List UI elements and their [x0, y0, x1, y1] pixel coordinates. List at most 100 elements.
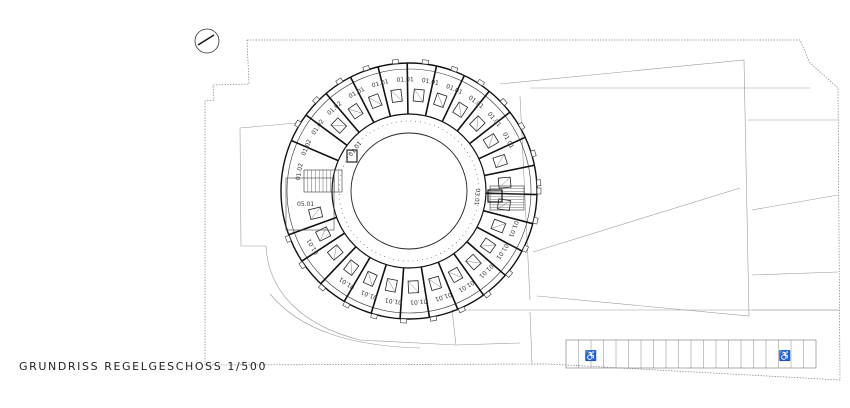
unit-bath — [428, 275, 443, 292]
room-label: 01.01 — [445, 83, 464, 96]
facade-pier — [532, 216, 539, 225]
room-label: 01.01 — [421, 77, 439, 87]
unit-bath — [367, 93, 383, 110]
unit-bath — [407, 280, 420, 294]
circular-building — [280, 59, 542, 324]
room-label: 01.02 — [326, 100, 344, 117]
facade-pier — [294, 119, 302, 128]
facade-pier — [318, 283, 327, 292]
partition-wall — [377, 66, 392, 117]
partition-wall — [301, 232, 346, 262]
partition-wall — [453, 253, 485, 296]
partition-wall — [484, 164, 535, 177]
unit-partition-walls — [288, 63, 537, 319]
room-label: 01.02 — [300, 138, 313, 157]
room-label: 01.01 — [384, 296, 402, 305]
unit-bath — [447, 266, 464, 284]
room-label: 01.01 — [477, 262, 494, 279]
unit-bath — [330, 117, 348, 134]
facade-pier — [517, 121, 526, 131]
partition-wall — [399, 267, 405, 319]
facade-pier — [536, 187, 542, 195]
facade-pier — [284, 234, 292, 243]
unit-bath — [362, 270, 378, 287]
unit-bath — [492, 153, 508, 169]
partition-wall — [320, 246, 357, 285]
partition-wall — [476, 226, 523, 252]
unit-bath — [497, 176, 512, 189]
drawing-title: GRUNDRISS REGELGESCHOSS 1/500 — [19, 360, 268, 373]
room-label: 01.01 — [507, 220, 520, 239]
facade-pier — [499, 98, 508, 106]
facade-pier — [476, 78, 485, 87]
unit-bath — [433, 92, 448, 109]
room-label: 01.01 — [396, 76, 414, 84]
unit-bath — [412, 88, 425, 103]
room-label: 03.01 — [472, 188, 480, 206]
room-label: 01.01 — [360, 288, 379, 301]
unit-bath — [479, 237, 497, 254]
facade-piers — [284, 59, 542, 324]
room-label: 01.01 — [494, 242, 509, 260]
room-label: 01.01 — [371, 78, 390, 89]
facade-pier — [483, 290, 492, 299]
unit-bath — [490, 218, 507, 234]
accessible-parking-icon: ♿ — [779, 349, 791, 362]
partition-wall — [469, 111, 511, 145]
room-label-west: 05.01 — [297, 201, 314, 208]
unit-bath — [326, 244, 344, 261]
room-label: 01.01 — [410, 297, 428, 305]
facade-pier — [362, 64, 371, 72]
partition-wall — [437, 261, 459, 310]
facade-pier — [312, 96, 321, 105]
facade-pier — [370, 313, 378, 320]
facade-pier — [335, 77, 344, 85]
room-label: 01.02 — [295, 162, 305, 180]
facade-pier — [536, 179, 542, 187]
facade-pier — [521, 244, 529, 253]
partition-wall — [456, 90, 490, 132]
unit-bath — [482, 133, 500, 149]
partition-wall — [288, 216, 337, 236]
unit-bath — [343, 259, 360, 277]
site-context-lines — [239, 59, 840, 366]
facade-pier — [530, 149, 537, 158]
site-boundary — [204, 39, 841, 381]
facade-pier — [457, 306, 466, 314]
partition-wall — [349, 76, 375, 123]
partition-wall — [441, 75, 466, 122]
room-label: 01.01 — [347, 140, 363, 158]
facade-pier — [391, 59, 399, 65]
partition-wall — [291, 139, 339, 162]
unit-bath — [465, 253, 482, 271]
partition-wall — [466, 241, 506, 276]
accessible-parking-icon: ♿ — [585, 349, 597, 362]
facade-pier — [298, 261, 307, 270]
room-label: 01.01 — [486, 111, 503, 129]
unit-bath — [390, 88, 403, 103]
unit-bath — [384, 278, 398, 293]
facade-pier — [429, 315, 438, 322]
partition-wall — [478, 136, 526, 160]
facade-pier — [342, 301, 351, 309]
room-label: 01.01 — [457, 279, 475, 294]
partition-wall — [424, 65, 438, 116]
unit-bath — [347, 102, 364, 120]
room-label: 01.01 — [338, 275, 356, 291]
partition-wall — [483, 209, 533, 225]
facade-pier — [505, 269, 514, 278]
partition-wall — [343, 257, 371, 302]
room-label: 01.01 — [434, 291, 453, 303]
room-label: 01.01 — [348, 86, 367, 100]
unit-bath — [315, 226, 332, 242]
partition-wall — [305, 114, 348, 146]
unit-bath — [452, 101, 469, 119]
unit-bath — [469, 115, 486, 132]
unit-bath — [308, 206, 324, 220]
partition-wall — [406, 63, 409, 115]
room-label: 01.01 — [305, 237, 320, 256]
partition-wall — [370, 264, 387, 314]
partition-wall — [420, 266, 431, 318]
stair-west — [303, 169, 343, 193]
